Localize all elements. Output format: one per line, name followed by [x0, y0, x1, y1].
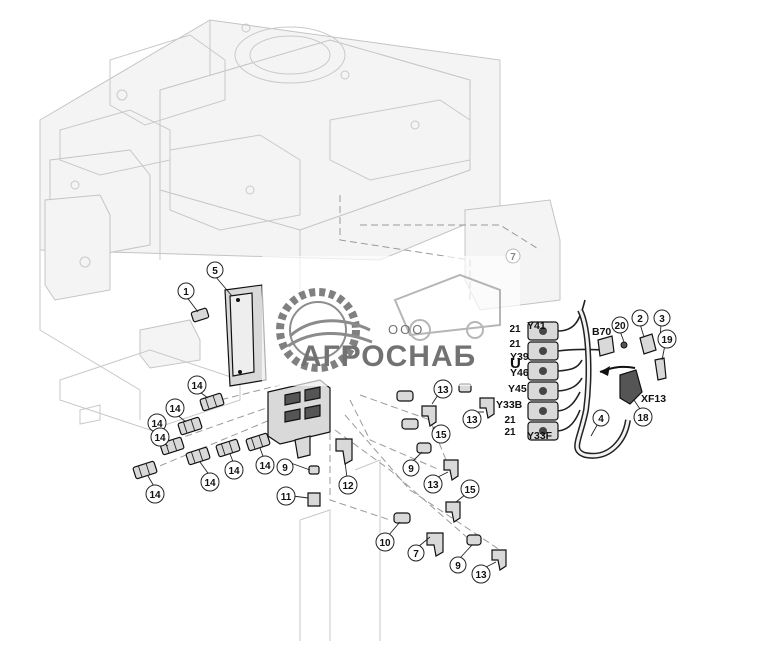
callout-14-g: 14: [228, 466, 240, 477]
wire-label-y33b: Y33B: [496, 399, 523, 411]
wire-label-y45: Y45: [508, 383, 527, 395]
callout-21-b: 21: [509, 339, 521, 350]
wire-labels: Y41 B70 Y39 Y46 Y45 Y33B Y33F XF13 U: [496, 320, 666, 442]
callout-9-a: 9: [282, 463, 288, 474]
callout-1: 1: [183, 287, 189, 298]
callout-13-b: 13: [466, 415, 478, 426]
callout-14-c: 14: [169, 404, 181, 415]
wire-label-y39: Y39: [510, 351, 529, 363]
mounting-plate: [224, 284, 267, 387]
wire-label-y33f: Y33F: [527, 430, 553, 442]
callout-4: 4: [598, 414, 604, 425]
callout-12: 12: [342, 481, 354, 492]
callout-7: 7: [413, 549, 419, 560]
valve-block: [267, 379, 331, 459]
callout-21-c: 21: [504, 415, 516, 426]
wire-label-y41: Y41: [527, 320, 546, 332]
callout-21-d: 21: [504, 427, 516, 438]
callout-18: 18: [637, 413, 649, 424]
callout-15-a: 15: [435, 430, 447, 441]
callouts: 1 2 3 4 5 7 7 9 9 9 10: [145, 248, 677, 584]
callout-9-b: 9: [408, 464, 414, 475]
callout-7-frame: 7: [510, 252, 516, 263]
callout-14-e: 14: [191, 381, 203, 392]
watermark-prefix: ООО: [388, 322, 424, 337]
callout-14-f: 14: [204, 478, 216, 489]
callout-11: 11: [281, 492, 292, 503]
callout-13-c: 13: [427, 480, 439, 491]
callout-13-a: 13: [437, 385, 449, 396]
callout-14-a: 14: [149, 490, 161, 501]
callout-2: 2: [637, 314, 643, 325]
wire-label-b70: B70: [592, 326, 611, 338]
callout-10: 10: [379, 538, 391, 549]
callout-14-h: 14: [259, 461, 271, 472]
callout-14-b: 14: [151, 419, 163, 430]
watermark-company-name: АГРОСНАБ: [300, 340, 476, 373]
callout-5: 5: [212, 266, 218, 277]
callout-21-a: 21: [509, 324, 521, 335]
callout-19: 19: [661, 335, 673, 346]
wire-label-xf13: XF13: [641, 393, 666, 405]
watermark: ООО АГРОСНАБ: [262, 256, 520, 386]
callout-15-b: 15: [464, 485, 476, 496]
callout-9-c: 9: [455, 561, 461, 572]
assembly-dashed-lines: [149, 195, 541, 551]
wiring-harness: [527, 299, 667, 459]
callout-20: 20: [614, 321, 626, 332]
fittings-straight: [132, 307, 271, 480]
wire-label-y46: Y46: [510, 367, 529, 379]
callout-13-d: 13: [475, 570, 487, 581]
wire-label-u: U: [510, 355, 521, 372]
callout-14-d: 14: [154, 433, 166, 444]
callout-3: 3: [659, 314, 665, 325]
